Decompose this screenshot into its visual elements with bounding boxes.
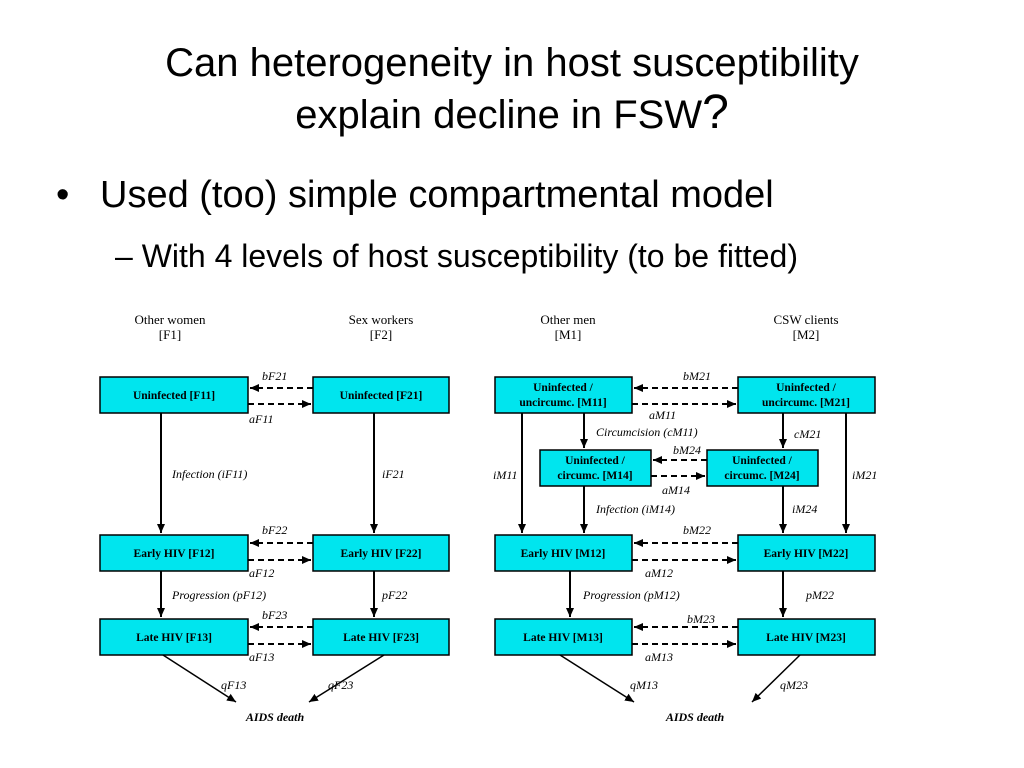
box-F21-label: Uninfected [F21] (340, 390, 423, 402)
box-F12: Early HIV [F12] (99, 534, 249, 572)
header-other-men: Other men (540, 312, 596, 327)
label-iM21: iM21 (852, 468, 877, 482)
box-F23-label: Late HIV [F23] (343, 632, 419, 644)
label-progression-pF12: Progression (pF12) (171, 588, 266, 602)
label-infection-iM14: Infection (iM14) (595, 502, 675, 516)
box-F11: Uninfected [F11] (99, 376, 249, 414)
box-M11: Uninfected / uncircumc. [M11] (494, 376, 633, 414)
label-qM13: qM13 (630, 678, 658, 692)
label-aids-death-left: AIDS death (245, 710, 305, 724)
box-M23-label: Late HIV [M23] (766, 632, 846, 644)
box-M21: Uninfected / uncircumc. [M21] (737, 376, 876, 414)
label-pF22: pF22 (381, 588, 407, 602)
header-other-men-code: [M1] (555, 327, 582, 342)
box-M23: Late HIV [M23] (737, 618, 876, 656)
box-M21-line2: uncircumc. [M21] (762, 397, 850, 409)
slide-title-line2: explain decline in FSW? (0, 88, 1024, 140)
label-aM11: aM11 (649, 408, 676, 422)
arrow-M23-to-death (751, 654, 801, 703)
box-F13: Late HIV [F13] (99, 618, 249, 656)
box-F13-label: Late HIV [F13] (136, 632, 212, 644)
slide-title-qmark: ? (702, 86, 729, 139)
box-F11-label: Uninfected [F11] (133, 390, 215, 402)
label-iF21: iF21 (382, 467, 405, 481)
arrow-F13-to-death (162, 654, 237, 703)
box-M11-line2: uncircumc. [M11] (519, 397, 606, 409)
box-M22-label: Early HIV [M22] (764, 548, 849, 560)
box-M13: Late HIV [M13] (494, 618, 633, 656)
box-F23: Late HIV [F23] (312, 618, 450, 656)
header-csw-clients: CSW clients (773, 312, 838, 327)
box-M14-line2: circumc. [M14] (557, 470, 632, 482)
subbullet-item: – With 4 levels of host susceptibility (… (115, 238, 798, 274)
box-M14: Uninfected / circumc. [M14] (539, 449, 652, 487)
box-M22: Early HIV [M22] (737, 534, 876, 572)
label-qF23: qF23 (328, 678, 353, 692)
label-bF23: bF23 (262, 608, 287, 622)
box-M13-label: Late HIV [M13] (523, 632, 603, 644)
slide-title: Can heterogeneity in host susceptibility… (0, 38, 1024, 140)
box-M24-line1: Uninfected / (732, 455, 793, 467)
label-cM21: cM21 (794, 427, 821, 441)
header-csw-clients-code: [M2] (793, 327, 820, 342)
label-aM13: aM13 (645, 650, 673, 664)
box-F22-label: Early HIV [F22] (341, 548, 422, 560)
label-bF21: bF21 (262, 369, 287, 383)
header-other-women: Other women (134, 312, 206, 327)
label-aM12: aM12 (645, 566, 673, 580)
label-progression-pM12: Progression (pM12) (582, 588, 680, 602)
label-circumcision-cM11: Circumcision (cM11) (596, 425, 698, 439)
right-diagram: Other men [M1] CSW clients [M2] Uninfect… (493, 312, 877, 724)
header-sex-workers: Sex workers (349, 312, 414, 327)
box-F22: Early HIV [F22] (312, 534, 450, 572)
header-sex-workers-code: [F2] (370, 327, 392, 342)
label-iM24: iM24 (792, 502, 817, 516)
bullet-text: Used (too) simple compartmental model (100, 174, 774, 216)
box-M24-line2: circumc. [M24] (724, 470, 799, 482)
box-M21-line1: Uninfected / (776, 382, 837, 394)
slide-title-line2-text: explain decline in FSW (295, 93, 703, 137)
box-M14-line1: Uninfected / (565, 455, 626, 467)
slide-title-line1: Can heterogeneity in host susceptibility (165, 41, 859, 85)
label-bM24: bM24 (673, 443, 701, 457)
arrow-F23-to-death (308, 654, 385, 703)
label-aids-death-right: AIDS death (665, 710, 725, 724)
bullet-item: • Used (too) simple compartmental model (56, 172, 774, 218)
left-diagram: Other women [F1] Sex workers [F2] Uninfe… (99, 312, 450, 724)
bullet-marker: • (56, 174, 70, 216)
header-other-women-code: [F1] (159, 327, 181, 342)
label-bM23: bM23 (687, 612, 715, 626)
box-F12-label: Early HIV [F12] (134, 548, 215, 560)
box-M11-line1: Uninfected / (533, 382, 594, 394)
label-aF13: aF13 (249, 650, 274, 664)
label-pM22: pM22 (805, 588, 834, 602)
label-aF12: aF12 (249, 566, 274, 580)
arrow-M13-to-death (559, 654, 635, 703)
label-infection-iF11: Infection (iF11) (171, 467, 247, 481)
label-aF11: aF11 (249, 412, 273, 426)
box-M12: Early HIV [M12] (494, 534, 633, 572)
label-aM14: aM14 (662, 483, 690, 497)
label-qM23: qM23 (780, 678, 808, 692)
label-iM11: iM11 (493, 468, 517, 482)
box-F21: Uninfected [F21] (312, 376, 450, 414)
label-bF22: bF22 (262, 523, 287, 537)
label-qF13: qF13 (221, 678, 246, 692)
box-M24: Uninfected / circumc. [M24] (706, 449, 819, 487)
label-bM22: bM22 (683, 523, 711, 537)
box-M12-label: Early HIV [M12] (521, 548, 606, 560)
label-bM21: bM21 (683, 369, 711, 383)
